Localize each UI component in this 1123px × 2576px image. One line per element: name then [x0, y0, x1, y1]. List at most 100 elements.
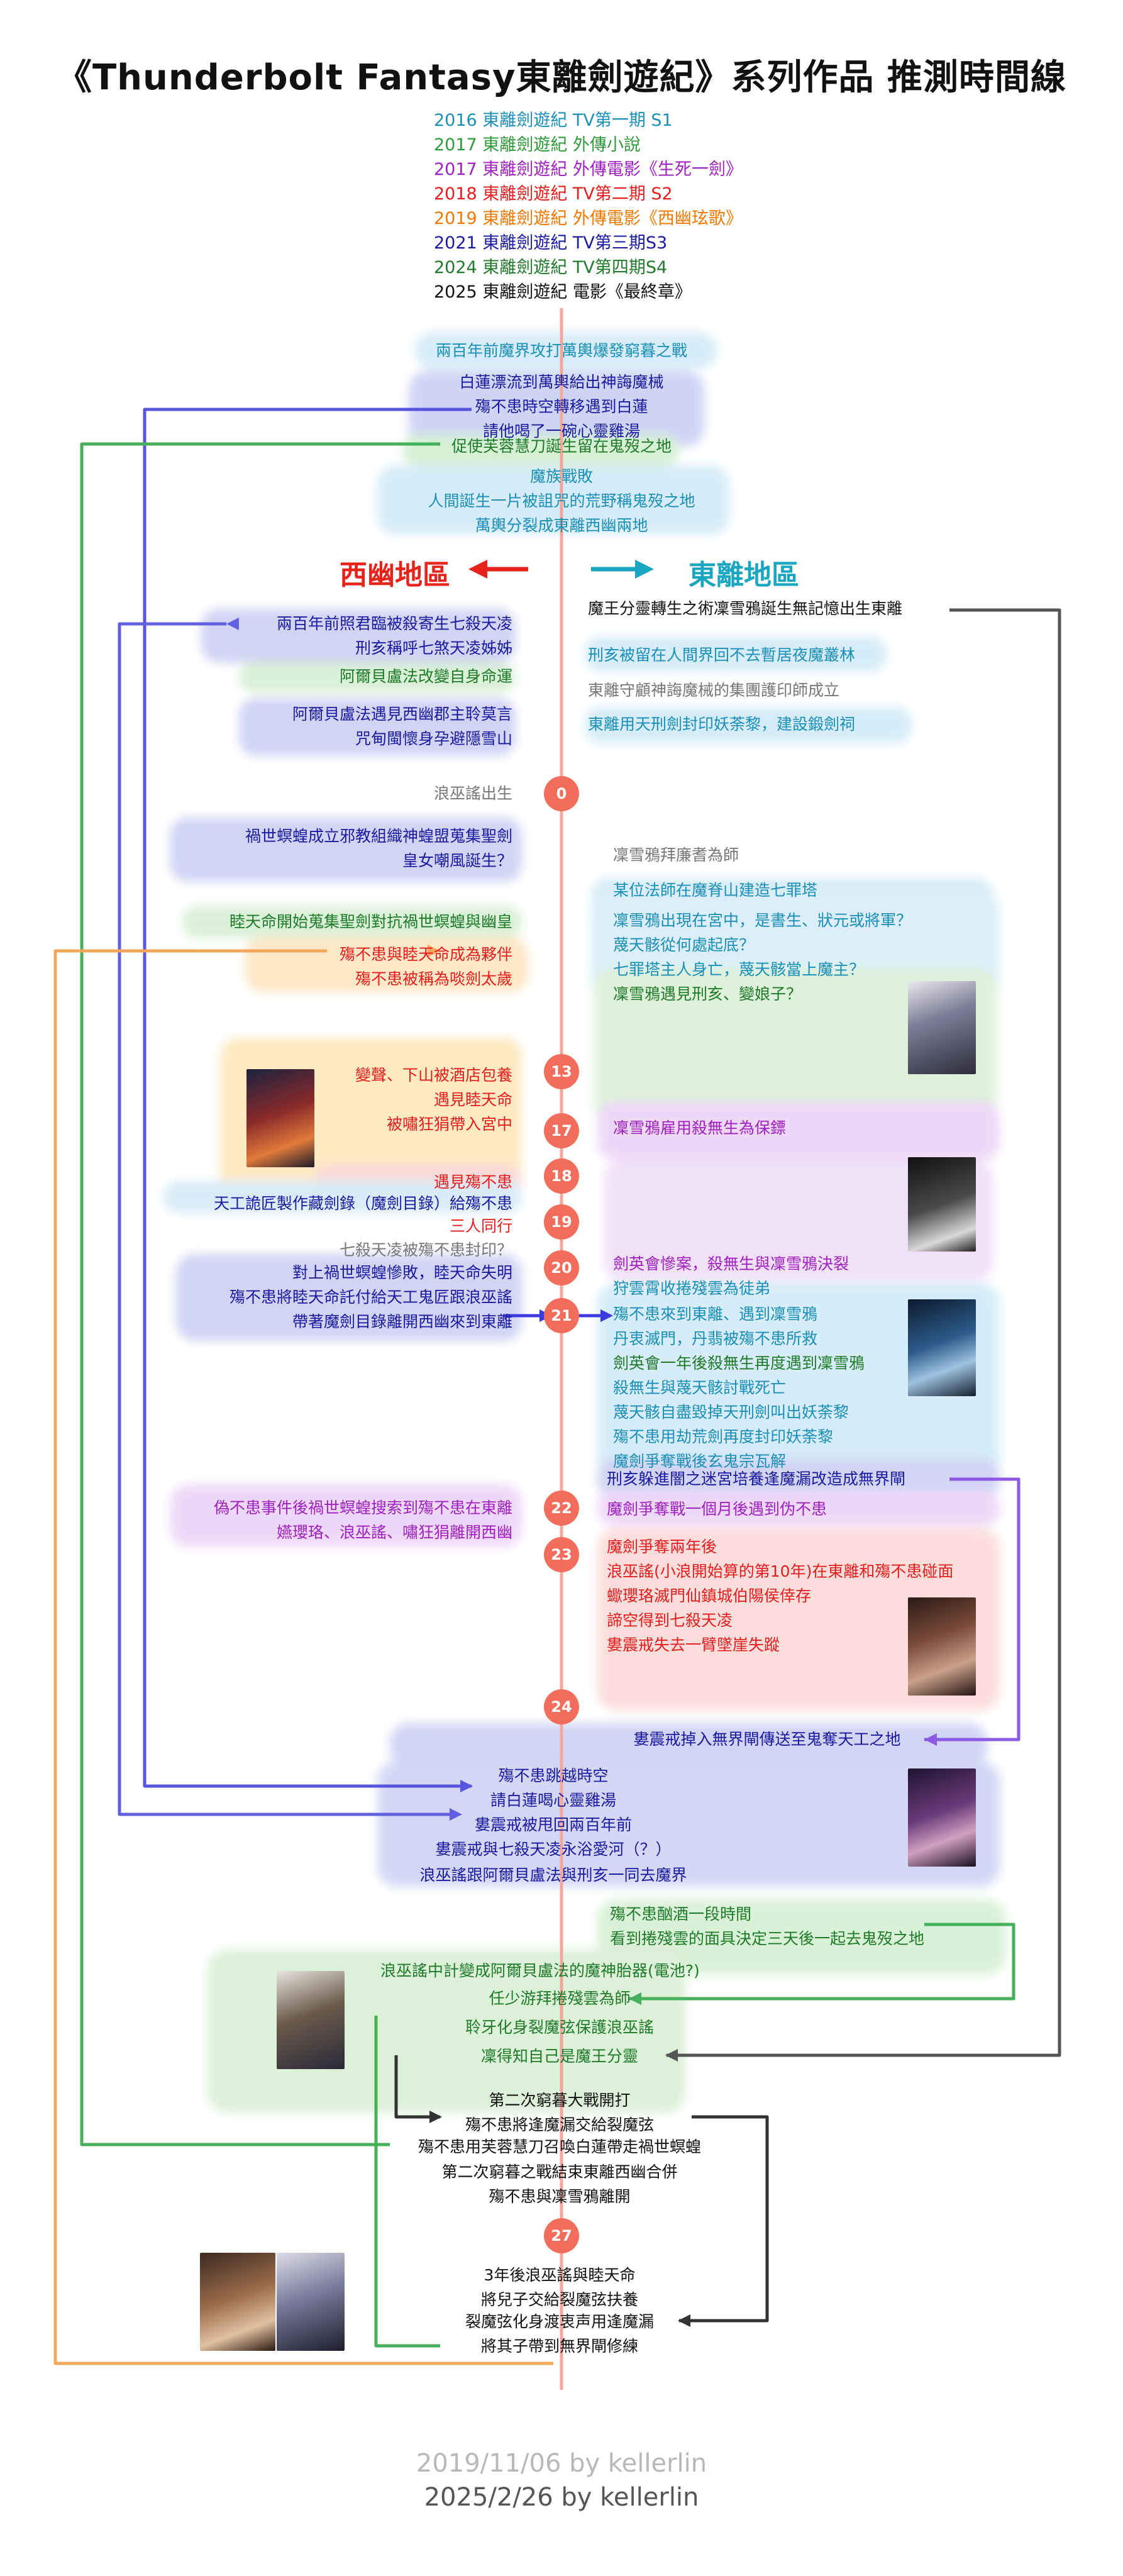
- event-e33: 殤不患跳越時空 請白蓮喝心靈雞湯: [490, 1767, 616, 1809]
- arrowhead: [428, 945, 440, 957]
- arrowhead: [629, 1992, 641, 2005]
- event-e16: 睦天命開始蒐集聖劍對抗禍世螟蝗與幽皇: [229, 913, 512, 931]
- legend-item-s3: 2021 東離劍遊紀 TV第三期S3: [434, 233, 668, 253]
- poster-thumbnail: [200, 2253, 275, 2351]
- poster-thumbnail: [908, 981, 976, 1074]
- legend-item-novel: 2017 東離劍遊紀 外傳小說: [434, 135, 641, 155]
- highlight-teal: [163, 1181, 522, 1213]
- poster-thumbnail: [908, 1768, 976, 1867]
- region-label-east: 東離地區: [689, 559, 799, 591]
- event-e31: 魔劍爭奪兩年後 浪巫謠(小浪開始算的第10年)在東離和殤不患碰面 蠍瓔珞滅門仙鎮…: [607, 1538, 954, 1654]
- poster-thumbnail: [908, 1157, 976, 1252]
- event-e32: 婁震戒掉入無界閘傳送至鬼奪天工之地: [633, 1730, 901, 1748]
- poster-thumbnail: [908, 1597, 976, 1696]
- event-e37: 浪巫謠中計變成阿爾貝盧法的魔神胎器(電池?): [380, 1962, 700, 1980]
- arrowhead: [460, 1780, 473, 1792]
- highlight-red: [597, 1528, 1000, 1711]
- event-e08: 刑亥被留在人間界回不去暫居夜魔叢林: [588, 646, 856, 664]
- highlight-blue: [409, 371, 704, 447]
- highlight-green: [594, 969, 997, 1126]
- timeline-node: 27: [544, 2218, 579, 2253]
- event-e40: 凜得知自己是魔王分靈: [480, 2047, 638, 2065]
- legend-item-s4: 2024 東離劍遊紀 TV第四期S4: [434, 258, 668, 277]
- connector-black-lower2: [679, 2115, 769, 2323]
- event-e18: 殤不患與睦天命成為夥伴 殤不患被稱為啖劍太歲: [339, 945, 512, 988]
- event-e44: 3年後浪巫謠與睦天命 將兒子交給裂魔弦扶養: [480, 2266, 638, 2309]
- event-e11: 東離用天刑劍封印妖荼黎，建設鍛劍祠: [588, 715, 856, 733]
- event-e13: 禍世螟蝗成立邪教組織神蝗盟蒐集聖劍 皇女嘲風誕生？: [245, 827, 512, 870]
- legend-item-movie2: 2019 東離劍遊紀 外傳電影《西幽玹歌》: [434, 209, 743, 228]
- footer-credit-old: 2019/11/06 by kellerlin: [416, 2449, 707, 2478]
- connector-green-lower: [374, 2016, 440, 2348]
- event-e09: 東離守顧神誨魔械的集團護印師成立: [588, 681, 840, 699]
- page-title: 《Thunderbolt Fantasy東離劍遊紀》系列作品 推測時間線: [56, 57, 1067, 98]
- highlight-green: [597, 1899, 1006, 1975]
- highlight-teal: [585, 707, 912, 743]
- timeline-node: 0: [544, 776, 579, 811]
- event-e24: 七殺天凌被殤不患封印？: [339, 1241, 512, 1259]
- event-e12: 浪巫謠出生: [433, 784, 512, 802]
- highlight-green: [182, 906, 522, 938]
- poster-thumbnail: [277, 1971, 345, 2069]
- region-label-west: 西幽地區: [340, 559, 450, 591]
- event-e43: 第二次窮暮之戰結束東離西幽合併 殤不患與凜雪鴉離開: [441, 2163, 678, 2206]
- connector-purple-right: [924, 1477, 1021, 1741]
- legend-item-s1: 2016 東離劍遊紀 TV第一期 S1: [434, 111, 673, 130]
- highlight-navy: [176, 1254, 522, 1341]
- timeline-node: 21: [544, 1298, 579, 1333]
- timeline-node: 19: [544, 1204, 579, 1240]
- arrowhead: [924, 1733, 937, 1746]
- event-e22: 天工詭匠製作藏劍錄（魔劍目錄）給殤不患: [213, 1194, 512, 1213]
- highlight-teal: [597, 1283, 1000, 1478]
- event-e27: 殤不患來到東離、遇到凜雪鴉 丹衷滅門，丹翡被殤不患所救 劍英會一年後殺無生再度遇…: [613, 1305, 865, 1470]
- highlight-green: [239, 663, 516, 692]
- highlight-teal: [585, 636, 887, 672]
- event-e21: 遇見殤不患: [433, 1173, 512, 1191]
- event-e01: 兩百年前魔界攻打萬輿爆發窮暮之戰: [435, 341, 687, 360]
- event-e30: 魔劍爭奪戰一個月後遇到伪不患: [607, 1500, 827, 1518]
- event-e14: 凜雪鴉拜廉耆為師: [613, 846, 739, 864]
- event-e15: 某位法師在魔脊山建造七罪塔: [613, 881, 818, 899]
- event-e07: 阿爾貝盧法改變自身命運: [339, 667, 512, 686]
- event-e34: 婁震戒被甩回兩百年前 婁震戒與七殺天凌永浴愛河（？）: [435, 1816, 672, 1858]
- highlight-purple: [604, 1161, 993, 1280]
- timeline-node: 22: [544, 1491, 579, 1526]
- event-e35: 浪巫謠跟阿爾貝盧法與刑亥一同去魔界: [419, 1866, 687, 1884]
- event-e06: 兩百年前照君臨被殺寄生七殺天凌 刑亥稱呼七煞天凌姊姊: [276, 614, 512, 657]
- east-arrowhead: [635, 560, 654, 579]
- highlight-navy: [377, 1761, 1000, 1887]
- highlight-purple: [597, 1101, 1000, 1161]
- event-e20: 凜雪鴉雇用殺無生為保鏢: [613, 1119, 787, 1137]
- arrowhead: [600, 1309, 613, 1322]
- arrowhead: [450, 1808, 462, 1821]
- timeline-node: 20: [544, 1250, 579, 1285]
- legend-item-movie1: 2017 東離劍遊紀 外傳電影《生死一劍》: [434, 160, 743, 179]
- highlight-green: [402, 434, 679, 465]
- legend: 2016 東離劍遊紀 TV第一期 S1 2017 東離劍遊紀 外傳小說 2017…: [434, 108, 743, 304]
- event-e03: 促使芙蓉慧刀誕生留在鬼歿之地: [451, 437, 672, 455]
- highlight-purple: [170, 1484, 522, 1547]
- event-e42: 殤不患用芙蓉慧刀召喚白蓮帶走禍世螟蝗: [418, 2138, 701, 2156]
- timeline-node: 13: [544, 1054, 579, 1089]
- connector-black-right: [667, 608, 1061, 2057]
- arrowhead: [429, 2111, 442, 2123]
- poster-thumbnail: [908, 1299, 976, 1396]
- timeline-node: 24: [544, 1689, 579, 1724]
- highlight-teal: [377, 465, 729, 535]
- event-e41: 第二次窮暮大戰開打 殤不患將逢魔漏交給裂魔弦: [465, 2091, 654, 2134]
- highlight-teal: [415, 332, 717, 369]
- event-e25: 對上禍世螟蝗慘敗，睦天命失明 殤不患將睦天命託付給天工鬼匠跟浪巫謠 帶著魔劍目錄…: [229, 1263, 512, 1331]
- event-e26: 劍英會慘案，殺無生與凜雪鴉決裂 狩雲霄收捲殘雲為徒弟: [613, 1255, 849, 1297]
- event-e28: 刑亥躲進闇之迷宮培養逢魔漏改造成無界閘: [607, 1470, 906, 1488]
- arrowhead: [665, 2049, 678, 2062]
- event-e10: 阿爾貝盧法遇見西幽郡主聆莫言 咒甸閩懷身孕避隱雪山: [292, 705, 512, 748]
- poster-thumbnail: [246, 1069, 314, 1167]
- timeline-node: 23: [544, 1537, 579, 1572]
- poster-thumbnail: [277, 2253, 345, 2351]
- event-e38: 任少游拜捲殘雲為師: [489, 1989, 631, 2007]
- connector-green-left: [80, 442, 440, 2146]
- event-e45: 裂魔弦化身渡衷声用逢魔漏 將其子帶到無界閘修練: [465, 2312, 654, 2355]
- highlight-navy: [390, 1723, 987, 1766]
